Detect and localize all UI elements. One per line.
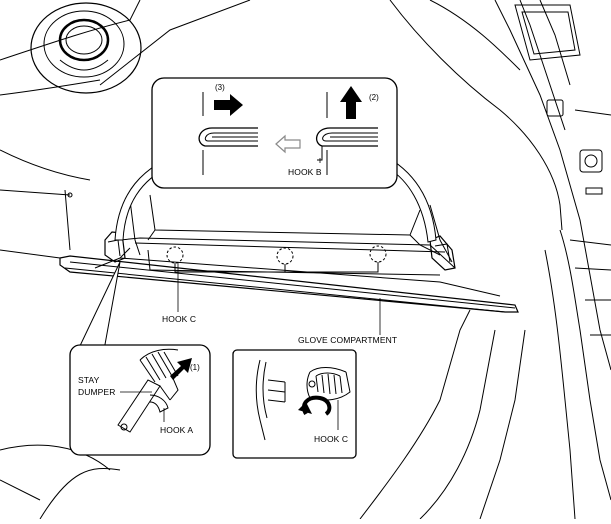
center-console — [494, 0, 611, 520]
callout-wedge-right — [371, 149, 437, 243]
arrow-step-2 — [340, 86, 362, 119]
hook-c-marker-right — [369, 245, 387, 263]
hook-c-label-detail: HOOK C — [314, 434, 348, 444]
main-labels: HOOK C GLOVE COMPARTMENT — [162, 262, 397, 345]
hook-c-marker-center — [276, 247, 294, 265]
stay-dumper-figure — [117, 348, 179, 433]
stay-dumper-callout: (1) STAY DUMPER HOOK A — [69, 261, 211, 456]
hook-engaged-view — [315, 92, 378, 175]
arrow-step-1 — [170, 358, 192, 380]
glove-compartment — [59, 194, 519, 313]
hook-c-detail-callout: HOOK C — [232, 349, 357, 459]
step-3-label: (3) — [215, 83, 225, 92]
stay-label-line2: DUMPER — [78, 387, 115, 397]
hook-c-marker-left — [166, 246, 184, 264]
step-1-label: (1) — [190, 363, 200, 372]
arrow-step-3 — [214, 94, 243, 116]
rotate-arrow-icon — [298, 395, 332, 416]
right-hinge — [429, 235, 456, 271]
hook-released-view — [198, 92, 258, 175]
step-2-label: (2) — [369, 93, 379, 102]
hook-b-callout: (3) (2) HOOK B — [114, 77, 437, 243]
hook-c-label-main: HOOK C — [162, 314, 196, 324]
hook-a-label: HOOK A — [160, 425, 193, 435]
glove-compartment-label: GLOVE COMPARTMENT — [298, 335, 397, 345]
stay-label-line1: STAY — [78, 375, 100, 385]
air-vent — [30, 2, 142, 94]
hook-b-label: HOOK B — [288, 167, 322, 177]
arrow-outline-left — [275, 134, 301, 154]
callout-box-top — [151, 77, 398, 189]
